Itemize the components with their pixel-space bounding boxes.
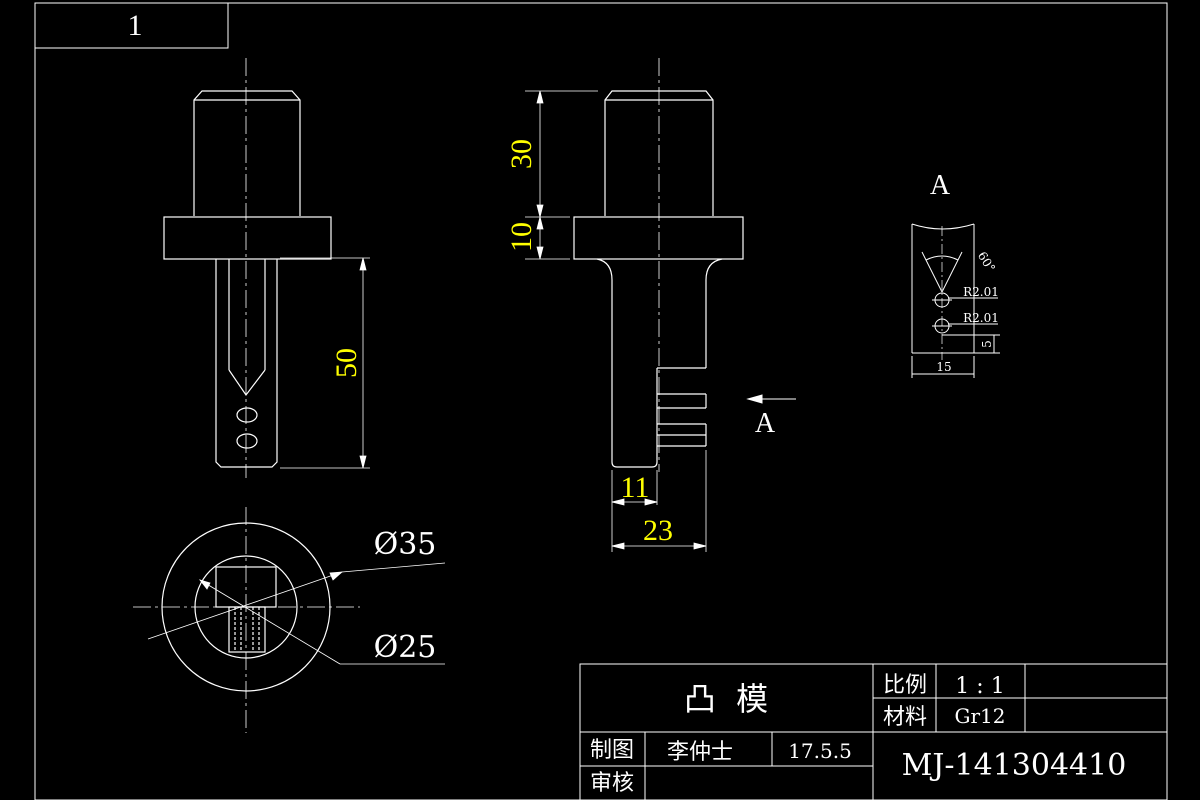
side-view bbox=[573, 58, 744, 472]
detail-height-label: 5 bbox=[980, 340, 994, 348]
bottom-view bbox=[133, 507, 360, 733]
front-view bbox=[163, 58, 332, 478]
part-name: 凸 模 bbox=[684, 680, 768, 718]
detail-radius-1-label: R2.01 bbox=[963, 285, 999, 299]
material-value: Gr12 bbox=[955, 704, 1006, 728]
drawer-name: 李仲士 bbox=[667, 740, 733, 765]
detail-a-title: A bbox=[930, 170, 951, 201]
front-dim-50-label: 50 bbox=[330, 348, 363, 378]
title-block bbox=[579, 663, 1168, 800]
detail-a-view bbox=[911, 223, 1000, 378]
scale-label: 比例 bbox=[883, 673, 927, 698]
check-label: 审核 bbox=[590, 771, 634, 796]
side-dim-10-label: 10 bbox=[505, 222, 538, 252]
side-dim-23-label: 23 bbox=[643, 514, 673, 547]
side-dim-11-23 bbox=[611, 450, 707, 552]
sheet-number-box bbox=[34, 2, 229, 49]
drawing-frame bbox=[34, 2, 1168, 800]
inner-diameter-label: Ø25 bbox=[374, 630, 437, 665]
detail-radius-2-label: R2.01 bbox=[963, 311, 999, 325]
drawn-label: 制图 bbox=[590, 738, 634, 763]
view-arrow-a-label: A bbox=[755, 408, 776, 439]
scale-value: 1 : 1 bbox=[955, 674, 1004, 699]
bottom-leaders bbox=[147, 562, 446, 665]
view-arrow-a bbox=[746, 394, 796, 404]
front-dim-50 bbox=[280, 257, 370, 469]
material-label: 材料 bbox=[883, 705, 927, 730]
sheet-number: 1 bbox=[128, 9, 143, 42]
detail-width-label: 15 bbox=[936, 360, 951, 374]
side-dim-30-label: 30 bbox=[505, 139, 538, 169]
detail-angle-label: 60° bbox=[975, 249, 998, 274]
drawing-date: 17.5.5 bbox=[788, 739, 852, 763]
side-dim-30-10 bbox=[525, 90, 598, 260]
outer-diameter-label: Ø35 bbox=[374, 527, 437, 562]
side-dim-11-label: 11 bbox=[621, 471, 650, 504]
drawing-number: MJ-141304410 bbox=[902, 748, 1127, 783]
